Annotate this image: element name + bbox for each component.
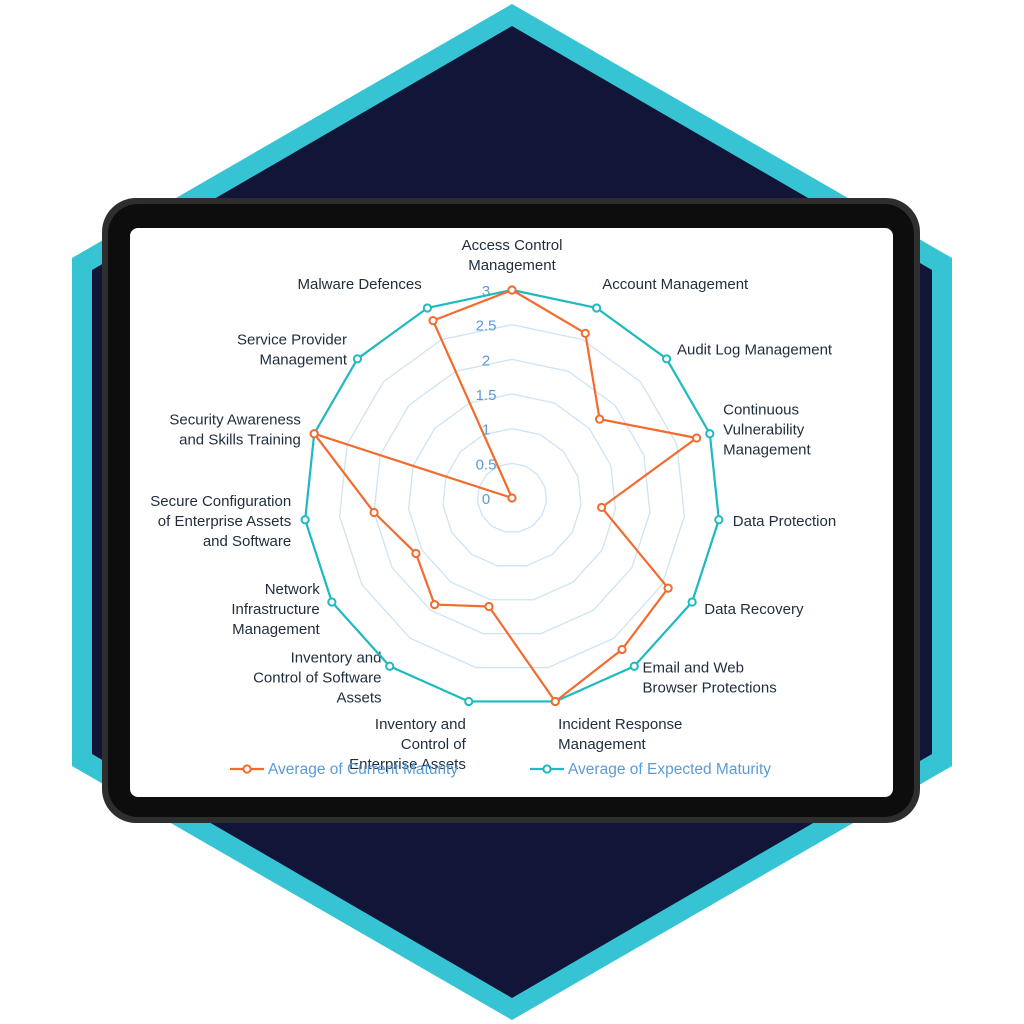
current-maturity-point[interactable] [594, 414, 605, 424]
tick-label: 1.5 [476, 387, 497, 404]
expected-maturity-point[interactable] [592, 303, 602, 313]
current-maturity-point[interactable] [309, 429, 319, 439]
tick-label: 2 [482, 352, 490, 369]
expected-maturity-point[interactable] [705, 429, 715, 439]
current-maturity-point[interactable] [550, 696, 560, 707]
grid-ring [373, 358, 651, 635]
current-maturity-point[interactable] [369, 507, 379, 518]
current-maturity-legend-marker[interactable] [242, 764, 252, 774]
grid-ring [442, 428, 582, 567]
current-maturity-point[interactable] [428, 316, 438, 326]
expected-maturity-legend-marker[interactable] [542, 764, 552, 774]
current-maturity-point[interactable] [484, 601, 494, 612]
tick-label: 0 [482, 491, 490, 508]
category-label: Malware Defences [297, 276, 421, 293]
tick-label: 3 [482, 283, 490, 300]
expected-maturity-point[interactable] [327, 597, 337, 607]
expected-maturity-point[interactable] [422, 303, 432, 313]
expected-maturity-line [304, 288, 720, 703]
category-label: Account Management [602, 276, 749, 293]
tick-label: 2.5 [476, 318, 497, 335]
expected-maturity-point[interactable] [300, 515, 310, 525]
category-label: Data Protection [733, 513, 836, 530]
current-maturity-point[interactable] [580, 328, 590, 338]
current-maturity-point[interactable] [597, 502, 607, 513]
expected-maturity-point[interactable] [352, 354, 363, 364]
expected-maturity-point[interactable] [385, 661, 395, 671]
expected-maturity-point[interactable] [629, 661, 639, 671]
grid-ring [407, 393, 617, 601]
expected-maturity-point[interactable] [714, 515, 724, 525]
tick-label: 0.5 [476, 456, 497, 473]
expected-maturity-point[interactable] [661, 354, 672, 364]
current-maturity-point[interactable] [617, 644, 627, 655]
current-maturity-point[interactable] [507, 493, 517, 503]
tick-label: 1 [482, 422, 490, 439]
expected-maturity-point[interactable] [464, 696, 474, 707]
current-maturity-legend-label[interactable]: Average of Current Maturity [268, 761, 458, 778]
current-maturity-point[interactable] [507, 285, 517, 295]
current-maturity-line [313, 288, 698, 703]
current-maturity-point[interactable] [663, 583, 673, 593]
expected-maturity-point[interactable] [687, 597, 697, 607]
grid-ring [338, 324, 686, 669]
grid-ring [476, 462, 548, 533]
category-label: Data Recovery [704, 601, 804, 618]
expected-maturity-legend-label[interactable]: Average of Expected Maturity [568, 761, 771, 778]
current-maturity-point[interactable] [411, 548, 421, 559]
category-label: Audit Log Management [677, 341, 833, 358]
current-maturity-point[interactable] [429, 599, 440, 610]
current-maturity-point[interactable] [692, 433, 702, 443]
